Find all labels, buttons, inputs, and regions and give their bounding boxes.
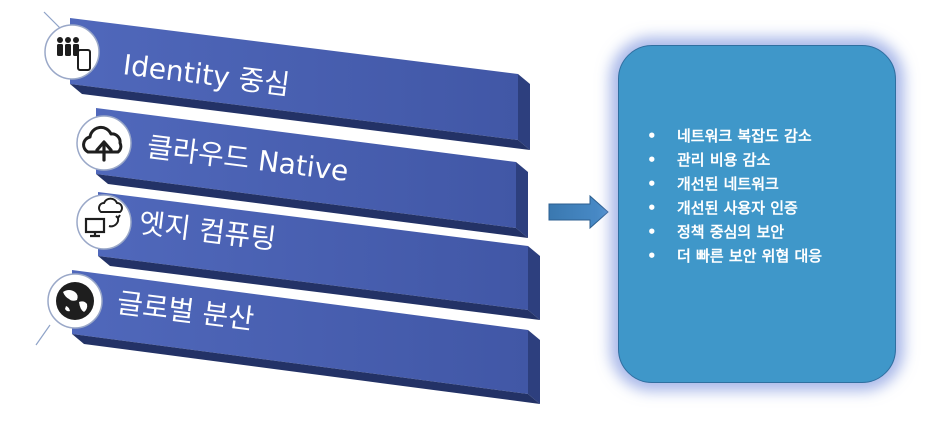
guide-line-top xyxy=(43,11,63,31)
bullet: • xyxy=(647,199,657,217)
list-item: • 관리 비용 감소 xyxy=(647,148,822,172)
benefits-box: • 네트워크 복잡도 감소 • 관리 비용 감소 • 개선된 네트워크 • 개선된 사용… xyxy=(618,45,896,383)
cloud-upload-icon xyxy=(76,115,132,171)
benefit-text: 더 빠른 보안 위협 대응 xyxy=(677,247,823,265)
list-item: • 개선된 사용자 인증 xyxy=(647,196,822,220)
banner-front-face xyxy=(98,192,528,310)
guide-line-bottom xyxy=(35,324,51,346)
banner-side-face xyxy=(518,74,530,150)
right-arrow-icon xyxy=(548,194,609,230)
banner-edge-computing: 엣지 컴퓨팅 xyxy=(98,192,540,320)
bullet: • xyxy=(647,127,657,145)
banner-identity: Identity 중심 xyxy=(70,18,530,150)
bullet: • xyxy=(647,247,657,265)
banner-side-face xyxy=(516,162,528,238)
list-item: • 정책 중심의 보안 xyxy=(647,220,822,244)
people-device-icon xyxy=(44,24,100,80)
edge-computer-cloud-icon xyxy=(76,194,132,250)
list-item: • 개선된 네트워크 xyxy=(647,172,822,196)
banner-side-face xyxy=(528,246,540,320)
banner-front-face xyxy=(72,270,528,394)
list-item: • 더 빠른 보안 위협 대응 xyxy=(647,244,822,268)
list-item: • 네트워크 복잡도 감소 xyxy=(647,124,822,148)
banner-bottom-face xyxy=(98,256,540,320)
bullet: • xyxy=(647,223,657,241)
benefits-list: • 네트워크 복잡도 감소 • 관리 비용 감소 • 개선된 네트워크 • 개선된 사용… xyxy=(647,124,822,268)
benefit-text: 개선된 네트워크 xyxy=(677,175,779,193)
banner-front-face xyxy=(70,18,518,140)
banner-front-face xyxy=(96,108,516,228)
banner-cloud-native: 클라우드 Native xyxy=(96,108,528,238)
banner-bottom-face xyxy=(70,84,530,150)
bullet: • xyxy=(647,151,657,169)
globe-icon xyxy=(47,273,103,329)
bullet: • xyxy=(647,175,657,193)
banner-side-face xyxy=(528,330,540,404)
benefit-text: 개선된 사용자 인증 xyxy=(677,199,798,217)
banner-bottom-face xyxy=(96,174,528,238)
banner-bottom-face xyxy=(72,334,540,404)
benefit-text: 정책 중심의 보안 xyxy=(677,223,785,241)
benefit-text: 관리 비용 감소 xyxy=(677,151,771,169)
benefit-text: 네트워크 복잡도 감소 xyxy=(677,127,812,145)
banner-global-distribution: 글로벌 분산 xyxy=(72,270,540,404)
